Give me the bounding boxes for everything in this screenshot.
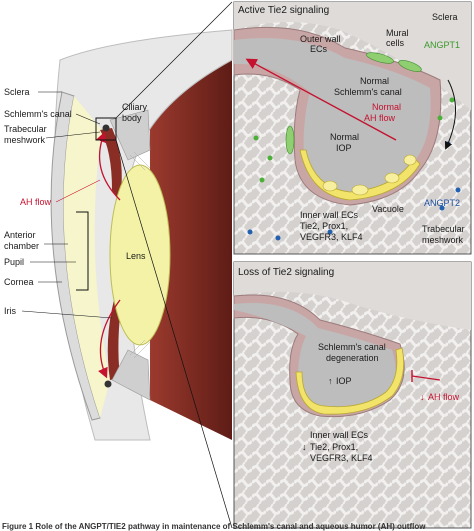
iris-lower (107, 300, 122, 380)
eye-labels: Sclera Schlemm's canal Trabecular meshwo… (4, 87, 148, 319)
label-ah-flow: AH flow (20, 197, 52, 207)
schlemms-canal-dot-lower (104, 380, 112, 388)
label-body: body (122, 113, 142, 123)
label-lens: Lens (126, 251, 146, 261)
ah-flow-arrow-upper (96, 131, 121, 201)
outer-wall-1: Outer wall (300, 34, 341, 44)
mural-cells (285, 52, 422, 155)
markers-1: Tie2, Prox1, (300, 221, 348, 231)
normal-ah-flow-arrow (245, 58, 397, 141)
angpt2-dots (247, 141, 461, 241)
normal-ah-1: Normal (372, 102, 401, 112)
normal-canal-1: Normal (360, 76, 389, 86)
mural-2: cells (386, 38, 405, 48)
zonule-fibers (129, 151, 151, 359)
ciliary-body-lower (111, 349, 151, 401)
label-sclera: Sclera (4, 87, 30, 97)
label-cornea: Cornea (4, 277, 34, 287)
loss-markers-arrow: ↓ (302, 442, 307, 452)
zoom-line-top (115, 1, 233, 119)
markers-2: VEGFR3, KLF4 (300, 232, 363, 242)
label-trabecular: Trabecular (4, 124, 47, 134)
label-pupil: Pupil (4, 257, 24, 267)
vacuole-label: Vacuole (372, 204, 404, 214)
label-chamber: chamber (4, 241, 39, 251)
active-title: Active Tie2 signaling (238, 5, 329, 16)
reduced-ah-flow-arrow (411, 375, 441, 381)
normal-ah-2: AH flow (364, 113, 396, 123)
loss-ah-flow: AH flow (428, 392, 460, 402)
label-iris: Iris (4, 306, 16, 316)
label-anterior: Anterior (4, 230, 36, 240)
iris-upper (100, 128, 122, 200)
loss-ah-arrow: ↓ (420, 392, 425, 402)
schlemms-canal-dot-upper (102, 124, 110, 132)
loss-canal-2: degeneration (326, 353, 379, 363)
ciliary-body-shape (109, 109, 151, 161)
zoom-box (95, 117, 117, 141)
angpt1-label: ANGPT1 (424, 40, 460, 50)
loss-iop: IOP (336, 376, 352, 386)
active-sclera: Sclera (432, 12, 458, 22)
trabecular-1: Trabecular (422, 224, 465, 234)
pupil-bracket (76, 211, 89, 291)
canal-lumen (234, 38, 431, 196)
inner-wall-label: Inner wall ECs (300, 210, 359, 220)
normal-iop-2: IOP (336, 143, 352, 153)
vacuoles (322, 154, 417, 196)
loss-iop-arrow: ↑ (328, 376, 333, 386)
anterior-chamber (63, 96, 110, 418)
label-schlemms-canal: Schlemm's canal (4, 109, 72, 119)
figure-caption: Figure 1 Role of the ANGPT/TIE2 pathway … (2, 522, 426, 531)
angpt1-dots (253, 97, 455, 183)
degenerated-inner-wall (295, 347, 405, 415)
loss-title: Loss of Tie2 signaling (238, 267, 334, 278)
eye-cross-section (50, 29, 233, 441)
label-ciliary: Ciliary (122, 102, 148, 112)
loss-markers-1: Tie2, Prox1, (310, 442, 358, 452)
loss-markers-2: VEGFR3, KLF4 (310, 453, 373, 463)
mural-1: Mural (386, 28, 409, 38)
outer-wall-2: ECs (310, 44, 328, 54)
loss-inner-wall: Inner wall ECs (310, 430, 369, 440)
trabecular-2: meshwork (422, 235, 464, 245)
panel-loss-tie2: Loss of Tie2 signaling Schlemm's canal d… (233, 261, 472, 529)
ah-flow-arrow-lower (98, 299, 121, 379)
normal-canal-2: Schlemm's canal (334, 87, 402, 97)
angpt2-label: ANGPT2 (424, 198, 460, 208)
loss-canal-1: Schlemm's canal (318, 342, 386, 352)
zoom-line-bottom (115, 139, 233, 529)
degenerated-canal-lumen (234, 303, 396, 409)
label-meshwork: meshwork (4, 135, 46, 145)
posterior-choroid (150, 60, 232, 440)
angpt-feedback-arrow (444, 79, 457, 150)
normal-iop-1: Normal (330, 132, 359, 142)
panel-active-tie2: Active Tie2 signaling Sclera Outer wall … (233, 1, 472, 255)
